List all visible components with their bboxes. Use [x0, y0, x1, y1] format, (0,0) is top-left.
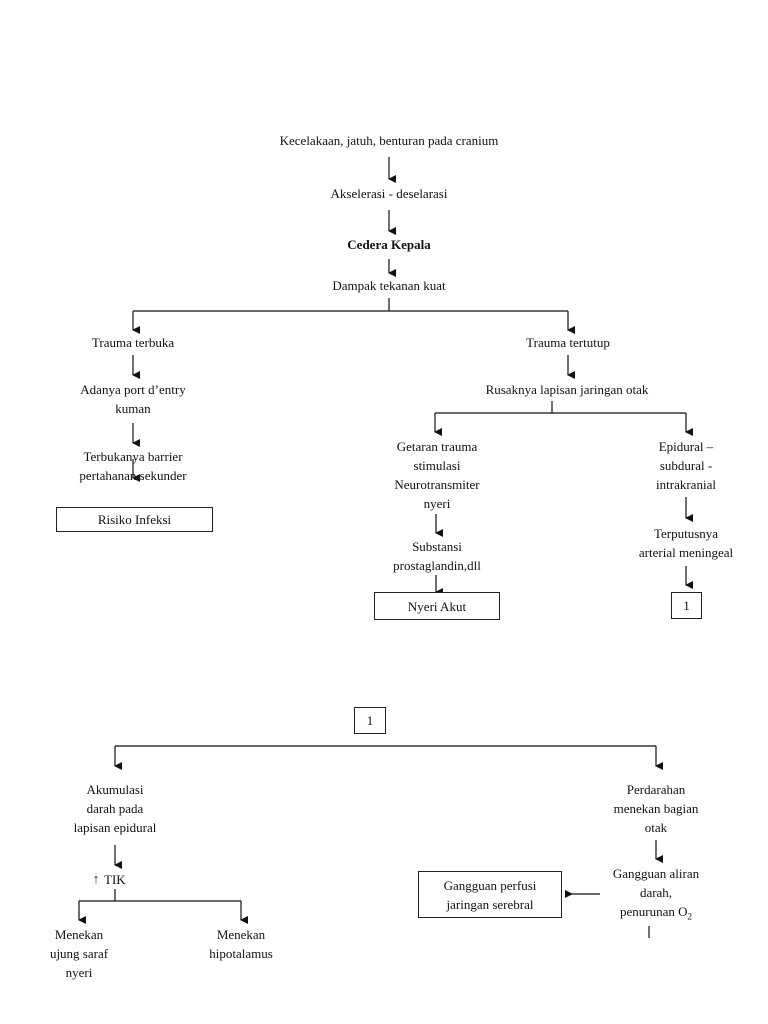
- tissue-damage-label: Rusaknya lapisan jaringan otak: [485, 382, 649, 397]
- vibration-label: Getaran trauma stimulasi Neurotransmiter…: [394, 439, 480, 511]
- artery-label: Terputusnya arterial meningeal: [638, 526, 734, 560]
- barrier-label: Terbukanya barrier pertahanan sekunder: [79, 449, 187, 483]
- hypothalamus-label: Menekan hipotalamus: [209, 927, 273, 961]
- closed-trauma-label: Trauma tertutup: [526, 335, 610, 350]
- mechanism-label: Akselerasi - deselarasi: [330, 186, 448, 201]
- perfusion-box: Gangguan perfusi jaringan serebral: [418, 871, 562, 918]
- acute-pain-box: Nyeri Akut: [374, 592, 500, 620]
- subscript-two: 2: [687, 911, 693, 922]
- nerve-pressure-label: Menekan ujung saraf nyeri: [49, 927, 109, 980]
- open-trauma-label: Trauma terbuka: [91, 335, 175, 350]
- tik-up-arrow: ↑: [92, 871, 100, 886]
- diagnosis-label: Cedera Kepala: [347, 237, 431, 252]
- connector-box-bottom: 1: [354, 707, 386, 734]
- cause-label: Kecelakaan, jatuh, benturan pada cranium: [279, 133, 499, 148]
- impact-label: Dampak tekanan kuat: [332, 278, 446, 293]
- prostaglandin-label: Substansi prostaglandin,dll: [393, 539, 481, 573]
- port-entry-label: Adanya port d’entry kuman: [80, 382, 186, 416]
- bleeding-label: Perdarahan menekan bagian otak: [613, 782, 699, 835]
- connector-box-top: 1: [671, 592, 702, 619]
- infection-risk-box: Risiko Infeksi: [56, 507, 213, 532]
- epidural-label: Epidural – subdural - intrakranial: [656, 439, 716, 492]
- tik-label: TIK: [104, 872, 126, 887]
- flow-disturbance-label: Gangguan aliran darah, penurunan O2: [612, 866, 700, 922]
- accumulation-label: Akumulasi darah pada lapisan epidural: [73, 782, 157, 835]
